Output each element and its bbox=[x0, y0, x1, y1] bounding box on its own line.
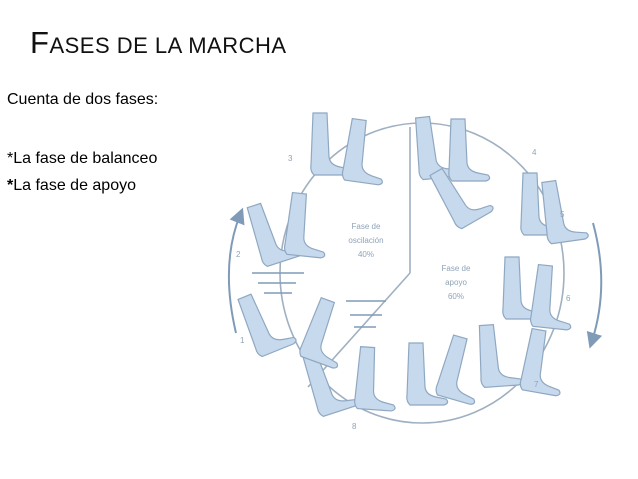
leg-figure bbox=[297, 296, 359, 370]
leg-figure bbox=[353, 345, 400, 412]
gait-cycle-diagram: Fase de oscilación 40% Fase de apoyo 60%… bbox=[227, 112, 603, 431]
swing-label-line1: Fase de bbox=[352, 222, 381, 231]
step-number: 4 bbox=[532, 148, 537, 157]
left-arrow bbox=[227, 207, 245, 334]
phase-item-stance: *La fase de apoyo bbox=[7, 176, 136, 196]
step-number: 8 bbox=[352, 422, 357, 431]
leg-figure bbox=[476, 322, 523, 389]
step-number: 2 bbox=[236, 250, 241, 259]
stance-label-line1: Fase de bbox=[442, 264, 471, 273]
slide-title: FASES DE LA MARCHA bbox=[30, 26, 287, 63]
swing-label-line3: 40% bbox=[358, 250, 374, 259]
step-number: 6 bbox=[566, 294, 571, 303]
phase-label: La fase de apoyo bbox=[13, 177, 136, 194]
step-number: 5 bbox=[560, 210, 565, 219]
step-number: 3 bbox=[288, 154, 293, 163]
phase-bullet: * bbox=[7, 150, 14, 167]
leg-figure bbox=[448, 118, 491, 182]
leg-figure bbox=[518, 327, 571, 397]
phase-label: La fase de balanceo bbox=[13, 150, 158, 167]
intro-text: Cuenta de dos fases: bbox=[7, 91, 159, 108]
swing-label-line2: oscilación bbox=[348, 236, 383, 245]
phase-divider-diagonal bbox=[307, 272, 411, 388]
stance-label-line3: 60% bbox=[448, 292, 464, 301]
leg-figure bbox=[283, 191, 332, 259]
step-number: 7 bbox=[534, 380, 539, 389]
phase-item-swing: *La fase de balanceo bbox=[7, 149, 157, 169]
title-rest: ASES DE LA MARCHA bbox=[49, 33, 287, 58]
phase-bullet: * bbox=[7, 177, 14, 194]
stance-label-line2: apoyo bbox=[445, 278, 467, 287]
right-arrow bbox=[586, 222, 603, 349]
step-number: 1 bbox=[240, 336, 245, 345]
title-first-letter: F bbox=[30, 25, 50, 60]
